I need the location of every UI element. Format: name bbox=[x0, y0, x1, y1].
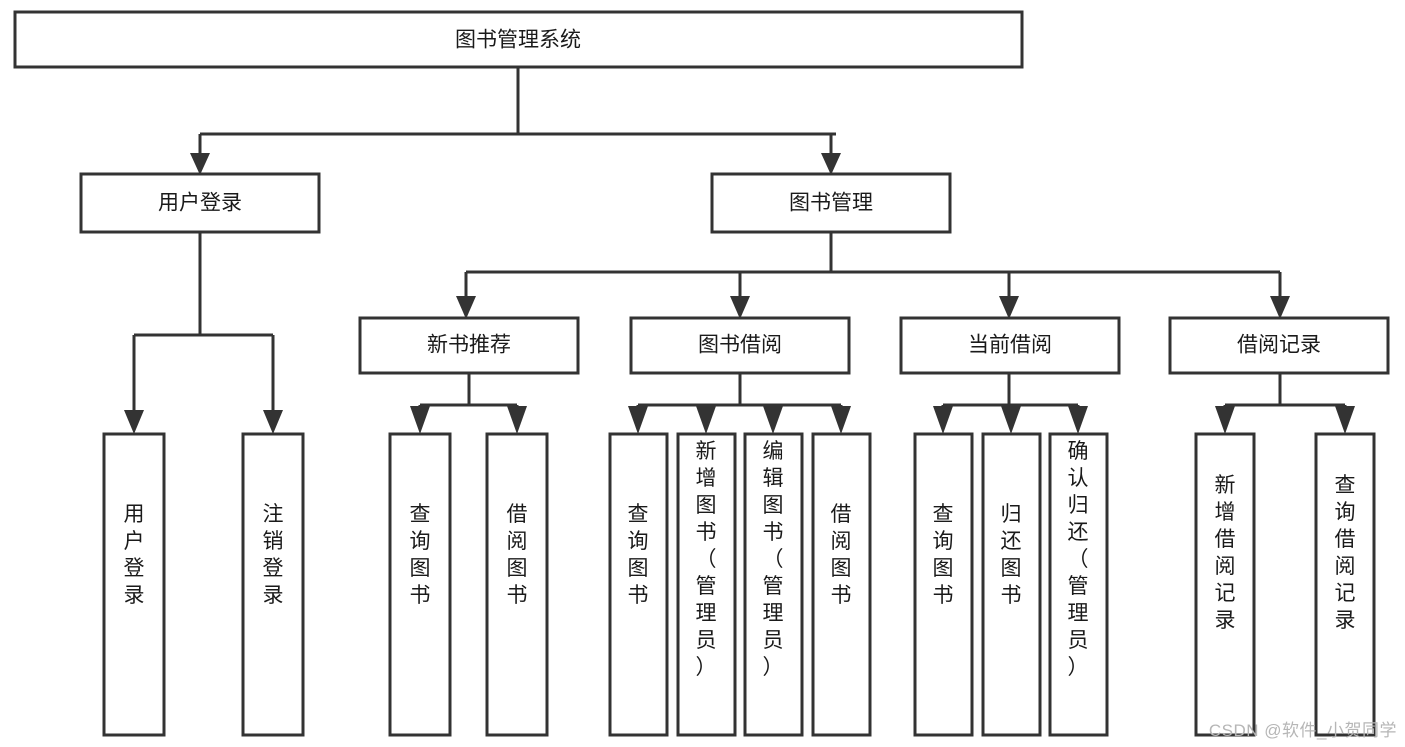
node-leaf-borrow-book-rec-label: 借阅图书 bbox=[507, 503, 528, 607]
node-new-book-recommend-box[interactable] bbox=[358, 316, 580, 375]
node-leaf-logout-box[interactable] bbox=[241, 432, 305, 737]
node-borrow-record-box[interactable] bbox=[1168, 316, 1390, 375]
node-leaf-query-borrow-record[interactable]: 查询借阅记录 bbox=[1314, 432, 1376, 737]
connector-userlogin-to-leaves bbox=[124, 232, 283, 434]
connector-currentborrow-to-leaves bbox=[933, 373, 1088, 434]
node-book-borrow-label: 图书借阅 bbox=[698, 334, 782, 357]
node-leaf-query-borrow-record-box[interactable] bbox=[1314, 432, 1376, 737]
node-book-borrow[interactable]: 图书借阅 bbox=[629, 316, 851, 375]
node-leaf-borrow-book-rec[interactable]: 借阅图书 bbox=[485, 432, 549, 737]
node-leaf-confirm-return-admin-label: 确认归还（管理员） bbox=[1068, 440, 1089, 679]
node-user-login[interactable]: 用户登录 bbox=[79, 172, 321, 234]
node-leaf-query-book-borrow-label: 查询图书 bbox=[628, 503, 649, 607]
node-leaf-add-borrow-record-label: 新增借阅记录 bbox=[1215, 474, 1236, 632]
node-root-box[interactable] bbox=[13, 10, 1024, 69]
node-book-manage[interactable]: 图书管理 bbox=[710, 172, 952, 234]
node-new-book-recommend[interactable]: 新书推荐 bbox=[358, 316, 580, 375]
node-leaf-query-book-current-box[interactable] bbox=[913, 432, 974, 737]
node-leaf-edit-book-admin-box[interactable] bbox=[743, 432, 804, 737]
node-borrow-record-label: 借阅记录 bbox=[1237, 334, 1321, 357]
node-leaf-user-login-label: 用户登录 bbox=[124, 503, 145, 607]
connector-bookmanage-to-level3 bbox=[456, 232, 1290, 319]
node-leaf-query-borrow-record-label: 查询借阅记录 bbox=[1335, 474, 1356, 632]
node-leaf-borrow-book-rec-box[interactable] bbox=[485, 432, 549, 737]
node-leaf-edit-book-admin-label: 编辑图书（管理员） bbox=[763, 440, 784, 679]
node-leaf-query-book-rec-box[interactable] bbox=[388, 432, 452, 737]
node-leaf-user-login[interactable]: 用户登录 bbox=[102, 432, 166, 737]
connector-borrowrecord-to-leaves bbox=[1215, 373, 1355, 434]
node-leaf-user-login-box[interactable] bbox=[102, 432, 166, 737]
node-user-login-label: 用户登录 bbox=[158, 192, 242, 215]
node-book-borrow-box[interactable] bbox=[629, 316, 851, 375]
node-root-label: 图书管理系统 bbox=[455, 29, 581, 52]
node-leaf-query-book-rec-label: 查询图书 bbox=[410, 503, 431, 607]
node-leaf-add-borrow-record-box[interactable] bbox=[1194, 432, 1256, 737]
node-current-borrow-box[interactable] bbox=[899, 316, 1121, 375]
node-leaf-query-book-current-label: 查询图书 bbox=[933, 503, 954, 607]
node-leaf-borrow-book[interactable]: 借阅图书 bbox=[811, 432, 872, 737]
node-leaf-add-book-admin[interactable]: 新增图书（管理员） bbox=[676, 432, 737, 737]
node-book-manage-box[interactable] bbox=[710, 172, 952, 234]
node-leaf-logout[interactable]: 注销登录 bbox=[241, 432, 305, 737]
node-new-book-recommend-label: 新书推荐 bbox=[427, 334, 511, 357]
node-user-login-box[interactable] bbox=[79, 172, 321, 234]
connector-root-to-level2 bbox=[190, 67, 841, 175]
connectors-layer bbox=[124, 67, 1355, 434]
node-leaf-confirm-return-admin-box[interactable] bbox=[1048, 432, 1109, 737]
node-leaf-edit-book-admin[interactable]: 编辑图书（管理员） bbox=[743, 432, 804, 737]
node-leaf-logout-label: 注销登录 bbox=[263, 503, 284, 607]
node-leaf-return-book[interactable]: 归还图书 bbox=[981, 432, 1042, 737]
node-leaf-query-book-rec[interactable]: 查询图书 bbox=[388, 432, 452, 737]
connector-newbook-to-leaves bbox=[410, 373, 527, 434]
node-leaf-confirm-return-admin[interactable]: 确认归还（管理员） bbox=[1048, 432, 1109, 737]
node-leaf-return-book-box[interactable] bbox=[981, 432, 1042, 737]
node-borrow-record[interactable]: 借阅记录 bbox=[1168, 316, 1390, 375]
node-leaf-borrow-book-box[interactable] bbox=[811, 432, 872, 737]
node-current-borrow[interactable]: 当前借阅 bbox=[899, 316, 1121, 375]
node-leaf-query-book-borrow-box[interactable] bbox=[608, 432, 669, 737]
node-leaf-query-book-current[interactable]: 查询图书 bbox=[913, 432, 974, 737]
node-leaf-add-borrow-record[interactable]: 新增借阅记录 bbox=[1194, 432, 1256, 737]
node-leaf-return-book-label: 归还图书 bbox=[1001, 503, 1022, 607]
node-current-borrow-label: 当前借阅 bbox=[968, 334, 1052, 357]
node-leaf-add-book-admin-label: 新增图书（管理员） bbox=[696, 440, 717, 679]
connector-bookborrow-to-leaves bbox=[628, 373, 851, 434]
node-root[interactable]: 图书管理系统 bbox=[13, 10, 1024, 69]
node-leaf-add-book-admin-box[interactable] bbox=[676, 432, 737, 737]
node-book-manage-label: 图书管理 bbox=[789, 192, 873, 215]
node-leaf-borrow-book-label: 借阅图书 bbox=[831, 503, 852, 607]
node-leaf-query-book-borrow[interactable]: 查询图书 bbox=[608, 432, 669, 737]
